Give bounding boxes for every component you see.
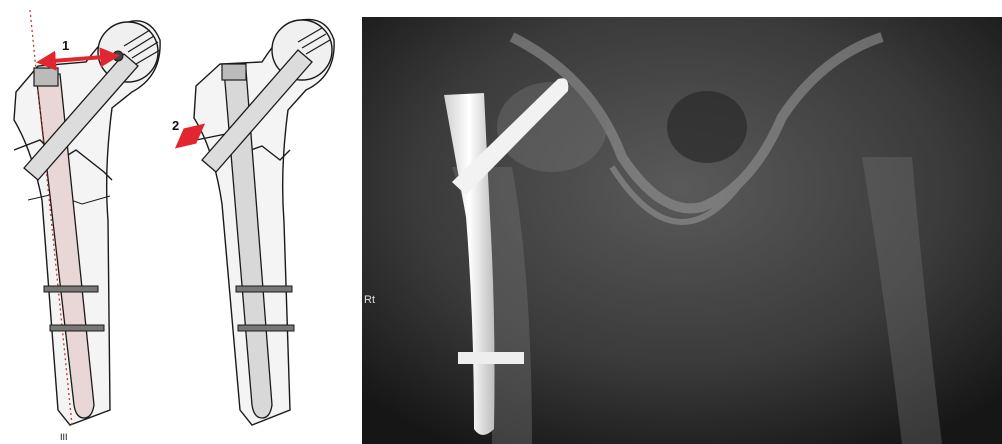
distal-screw-left-1: [44, 286, 98, 292]
distal-screw-right-1: [236, 286, 292, 292]
measurement-arrow-2: [178, 126, 202, 146]
step-label-2: 2: [172, 118, 179, 133]
bottom-mark-label: III: [60, 432, 68, 442]
xray-svg: Rt: [362, 17, 1002, 444]
pelvic-cavity: [667, 91, 747, 163]
femur-figure-left: 1 III: [14, 10, 160, 442]
distal-screw-right-2: [238, 325, 294, 331]
surgical-diagram-panel: 1 III 2: [0, 0, 362, 444]
xray-edge-marker: Rt: [364, 294, 375, 306]
step-label-1: 1: [62, 38, 69, 53]
xray-panel: Rt: [362, 17, 1002, 444]
distal-screw-left-2: [50, 325, 104, 331]
diagram-svg: 1 III 2: [0, 0, 362, 444]
femur-figure-right: 2: [172, 19, 334, 425]
implant-distal-screw-xray: [458, 352, 524, 364]
